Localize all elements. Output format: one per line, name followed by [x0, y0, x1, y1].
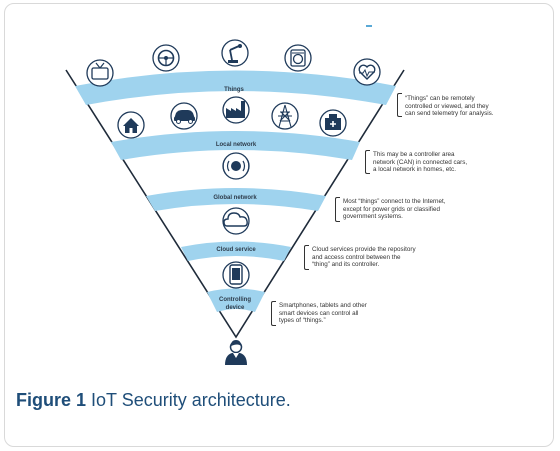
heart-monitor-icon	[353, 58, 381, 86]
band-label-controlling-line2: device	[226, 305, 245, 311]
car-icon	[170, 102, 198, 130]
band-cloud-service	[181, 241, 291, 261]
band-label-controlling-line1: Controlling	[219, 297, 251, 303]
note-controlling-device: Smartphones, tablets and other smart dev…	[279, 302, 367, 324]
note-things: “Things” can be remotely controlled or v…	[405, 95, 494, 117]
band-things	[75, 70, 396, 105]
figure-caption: Figure 1 IoT Security architecture.	[16, 390, 291, 411]
bracket-things	[397, 93, 402, 117]
band-controlling-device	[207, 288, 265, 312]
hospital-icon	[319, 109, 347, 137]
band-label-local-network: Local network	[216, 142, 257, 148]
bracket-local-network	[365, 150, 370, 174]
band-label-cloud-service: Cloud service	[216, 247, 256, 253]
band-global-network	[146, 188, 326, 211]
smartphone-icon	[222, 261, 250, 289]
bracket-global-network	[335, 197, 340, 222]
washing-machine-icon	[284, 44, 312, 72]
note-local-network: This may be a controller area network (C…	[373, 151, 468, 173]
house-icon	[117, 111, 145, 139]
factory-icon	[222, 96, 250, 124]
bracket-cloud-service	[304, 245, 309, 270]
tv-icon	[86, 59, 114, 87]
figure-caption-label: Figure 1	[16, 390, 87, 410]
globe-signal-icon	[222, 152, 250, 180]
power-tower-icon	[271, 102, 299, 130]
cloud-icon	[222, 207, 250, 235]
figure-caption-text: IoT Security architecture.	[91, 390, 291, 410]
steering-wheel-icon	[152, 44, 180, 72]
band-label-things: Things	[224, 87, 244, 93]
note-global-network: Most “things” connect to the Internet, e…	[343, 198, 446, 220]
robot-arm-icon	[221, 39, 249, 67]
note-cloud-service: Cloud services provide the repository an…	[312, 246, 416, 268]
band-local-network	[111, 131, 360, 160]
band-label-global-network: Global network	[213, 195, 257, 201]
bracket-controlling-device	[271, 301, 276, 326]
user-icon	[225, 340, 247, 365]
decorative-tick	[366, 25, 372, 27]
